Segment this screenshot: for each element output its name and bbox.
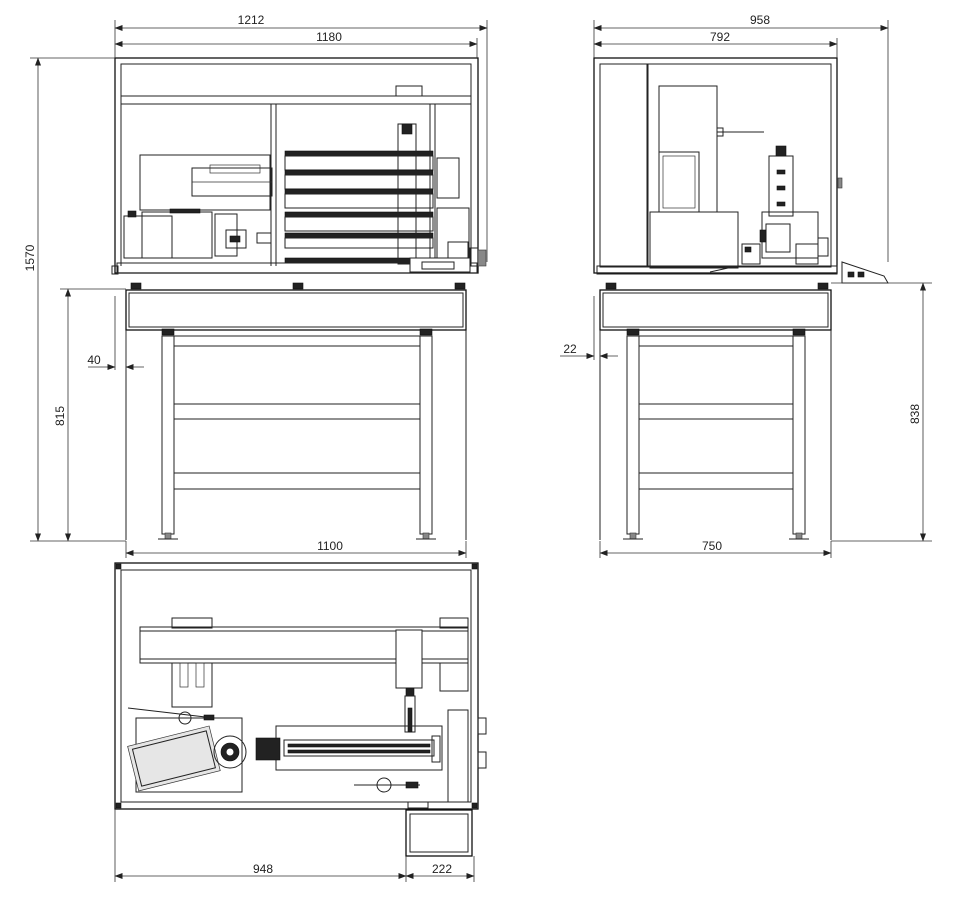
dim-222: 222 xyxy=(432,862,452,876)
dim-1180: 1180 xyxy=(316,30,342,44)
dim-815: 815 xyxy=(53,406,67,426)
dimension-lines xyxy=(30,20,932,882)
dim-792: 792 xyxy=(710,30,730,44)
dim-40: 40 xyxy=(87,353,101,367)
dim-838: 838 xyxy=(908,404,922,424)
front-view xyxy=(111,57,487,540)
dim-22: 22 xyxy=(563,342,577,356)
rack-shelves xyxy=(284,150,434,264)
dim-750: 750 xyxy=(702,539,722,553)
foot-pedal-side xyxy=(841,261,889,284)
dim-1100: 1100 xyxy=(317,539,343,553)
dim-948: 948 xyxy=(253,862,273,876)
side-view xyxy=(593,57,889,540)
dimension-labels: 1212 1180 1570 815 40 1100 958 792 22 83… xyxy=(23,13,922,876)
front-left-device xyxy=(123,208,272,259)
top-view xyxy=(114,562,487,857)
dim-958: 958 xyxy=(750,13,770,27)
dim-1212: 1212 xyxy=(238,13,265,27)
top-left-device xyxy=(127,707,247,793)
dim-1570: 1570 xyxy=(23,244,37,271)
